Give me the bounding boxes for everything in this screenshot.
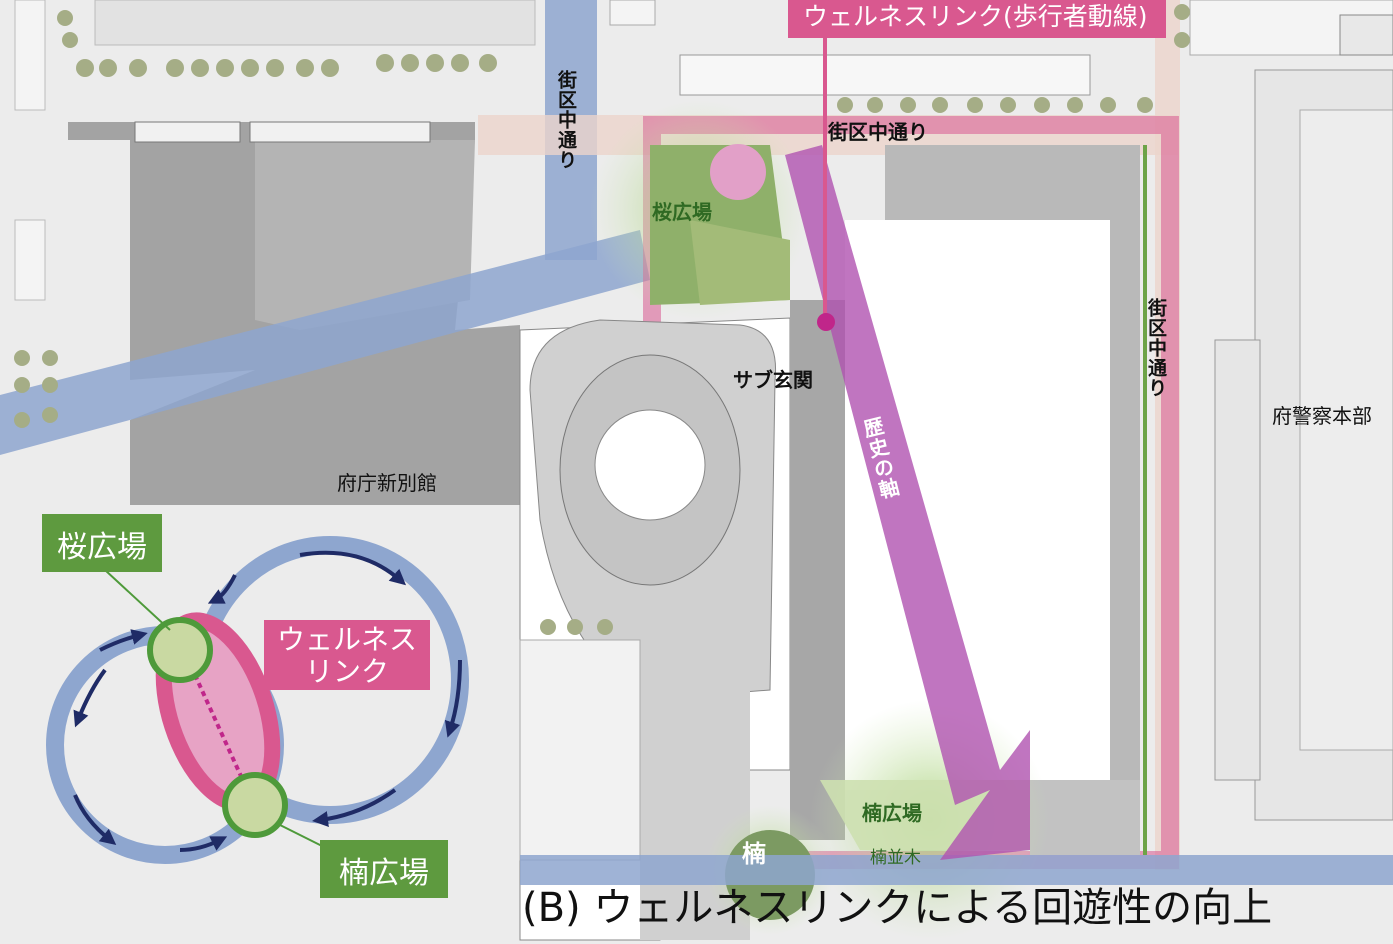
blue-street-diagonal [0,230,650,455]
police-hq-label: 府警察本部 [1272,404,1372,428]
kusunoki-label-box [320,840,448,898]
street-label-right: 街区中通り [1145,298,1167,398]
wellness-label-box [264,620,430,690]
street-label-left: 街区中通り [555,70,577,170]
sakura-plaza-label: 桜広場 [652,200,712,224]
tree-row-top [837,4,1190,113]
kusunoki-node [222,772,288,838]
building-left-edge [14,0,46,111]
kusunoki-trees-label: 楠並木 [870,848,921,868]
kusunoki-plaza-label: 楠広場 [862,801,922,825]
sakura-label-box [42,514,162,572]
diagram-kusunoki-label: 楠広場 [339,856,429,891]
wellness-banner-bg [788,0,1166,38]
diagram-wellness-label: ウェルネス リンク [276,623,417,688]
police-hq-building [1214,69,1393,821]
sub-entrance-label: サブ玄関 [733,368,813,392]
building-top-left [94,0,536,46]
diagram-sakura-label: 桜広場 [57,530,147,565]
wellness-link-node [817,313,835,331]
wellness-banner-label: ウェルネスリンク(歩行者動線) [803,2,1148,31]
cherry-tree [710,144,766,200]
kusunoki-label: 楠 [742,840,766,868]
sakura-node [147,617,213,683]
street-label-top: 街区中通り [828,120,928,144]
blue-street-bottom [520,855,1393,885]
caption: (B) ウェルネスリンクによる回遊性の向上 [522,885,1273,931]
circulation-diagram [46,536,469,864]
pref-annex-label: 府庁新別館 [337,471,437,495]
history-axis-arrow [785,145,1030,860]
tree-row-top-left [57,10,497,77]
prefectural-annex-building [68,121,520,505]
